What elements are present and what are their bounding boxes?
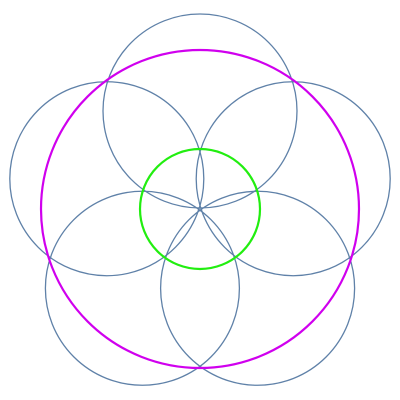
petal-circle-upper-right	[195, 81, 391, 277]
outer-magenta-circle	[39, 48, 361, 370]
petal-circle-upper-left	[9, 81, 205, 277]
petal-circles-group	[9, 13, 391, 386]
petal-circle-top	[102, 13, 298, 209]
inner-green-circle	[138, 147, 262, 271]
